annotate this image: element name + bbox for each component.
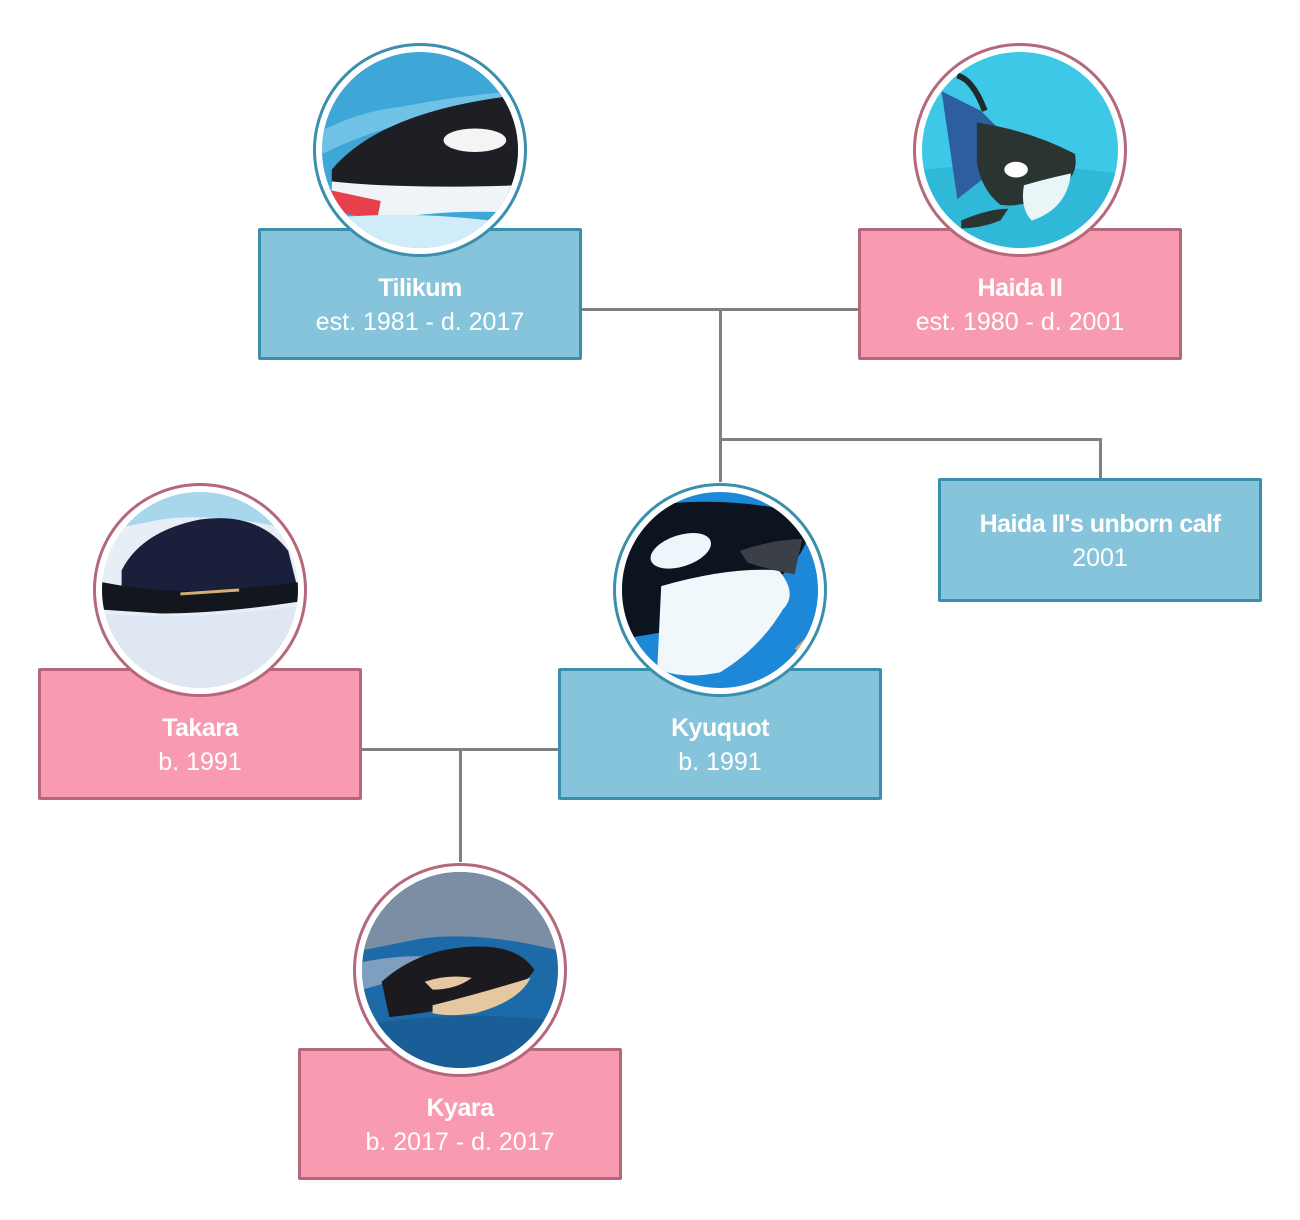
node-name: Tilikum <box>378 274 462 302</box>
node-haida-ii[interactable]: Haida II est. 1980 - d. 2001 <box>858 228 1182 360</box>
node-name: Takara <box>162 714 238 742</box>
node-name: Kyara <box>426 1094 495 1122</box>
connector-to-kyara <box>459 749 462 862</box>
node-name: Kyuquot <box>671 714 769 742</box>
orca-photo-kyara <box>353 863 567 1077</box>
connector-parents-to-children <box>719 310 722 482</box>
orca-photo-takara <box>93 483 307 697</box>
node-dates: b. 1991 <box>158 748 242 776</box>
node-dates: b. 1991 <box>678 748 762 776</box>
node-unborn-calf[interactable]: Haida II's unborn calf 2001 <box>938 478 1262 602</box>
node-name: Haida II <box>977 274 1063 302</box>
connector-sibling-branch <box>720 438 1102 441</box>
node-dates: b. 2017 - d. 2017 <box>365 1128 555 1156</box>
node-dates: est. 1980 - d. 2001 <box>915 308 1125 336</box>
node-dates: est. 1981 - d. 2017 <box>315 308 525 336</box>
node-name: Haida II's unborn calf <box>979 510 1221 538</box>
orca-photo-kyuquot <box>613 483 827 697</box>
connector-to-unborn-calf <box>1099 438 1102 480</box>
orca-photo-haida-ii <box>913 43 1127 257</box>
node-dates: 2001 <box>1072 544 1128 572</box>
connector-tilikum-haida <box>582 308 860 311</box>
node-kyuquot[interactable]: Kyuquot b. 1991 <box>558 668 882 800</box>
orca-photo-tilikum <box>313 43 527 257</box>
